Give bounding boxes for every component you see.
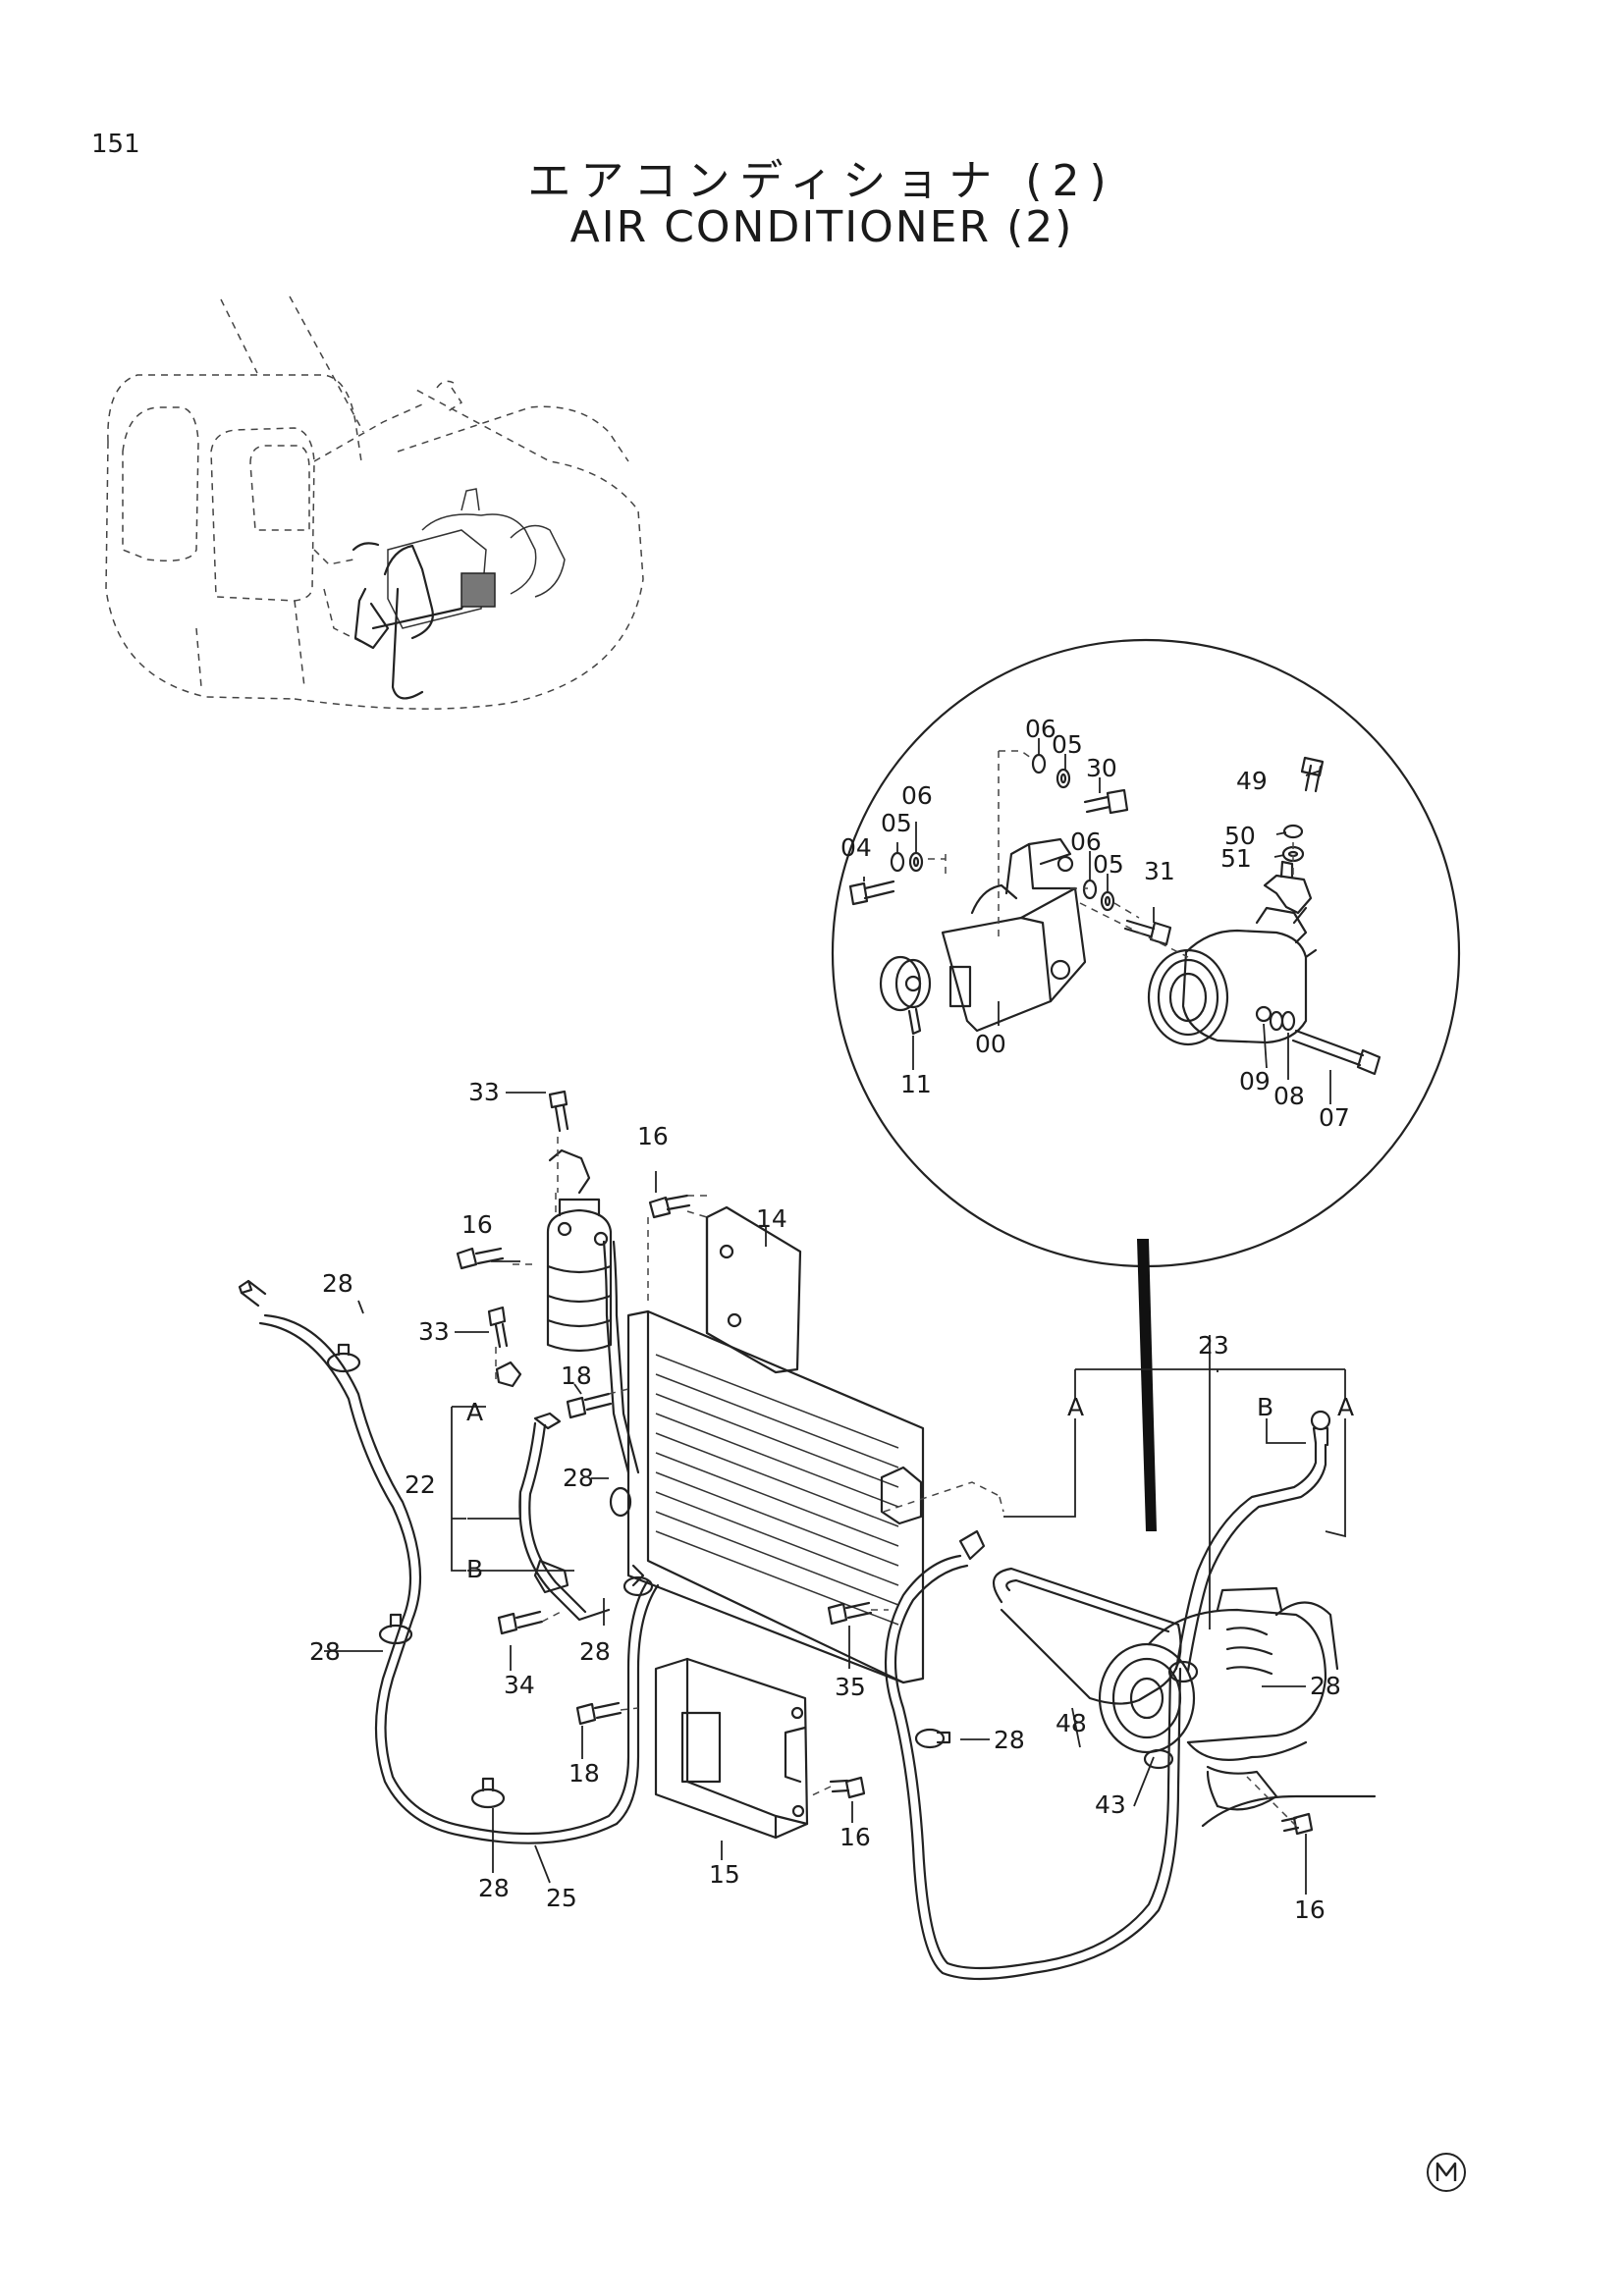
part-label: 08 — [1273, 1082, 1305, 1110]
part-callout-letter: A — [466, 1398, 483, 1426]
part-label: 34 — [504, 1671, 535, 1699]
part-callout-letter: A — [1337, 1393, 1354, 1421]
part-label: 18 — [568, 1759, 600, 1788]
part-label: 28 — [579, 1637, 611, 1666]
part-label: 05 — [1052, 730, 1083, 759]
page-title-english: AIR CONDITIONER (2) — [569, 202, 1074, 252]
part-label: 28 — [563, 1464, 594, 1492]
part-label: 18 — [561, 1362, 592, 1390]
part-label: 49 — [1236, 767, 1268, 795]
main-callouts: 33 16 16 14 33 28 18 A 28 22 B 28 34 28 … — [309, 1078, 1354, 1924]
part-label: 28 — [309, 1637, 341, 1666]
part-label: 35 — [835, 1673, 866, 1701]
part-label: 07 — [1319, 1103, 1350, 1132]
part-label: 16 — [839, 1823, 871, 1851]
part-label: 22 — [405, 1470, 436, 1499]
part-label: 09 — [1239, 1067, 1271, 1095]
detail-callouts: 06 05 30 49 06 05 50 51 04 06 05 31 00 1… — [840, 715, 1350, 1132]
part-label: 00 — [975, 1030, 1006, 1058]
part-label: 14 — [756, 1204, 787, 1233]
part-label: 05 — [1093, 850, 1124, 879]
part-label: 33 — [468, 1078, 500, 1106]
part-label: 16 — [637, 1122, 669, 1150]
part-label: 43 — [1095, 1790, 1126, 1819]
part-label: 11 — [900, 1070, 932, 1098]
part-label: 28 — [1310, 1672, 1341, 1700]
part-label: 06 — [901, 781, 933, 810]
condenser-assembly — [238, 1090, 1377, 1981]
part-callout-letter: B — [1257, 1393, 1273, 1421]
page-title-japanese: エアコンディショナ (2) — [527, 156, 1116, 206]
compressor-mount-detail — [831, 638, 1461, 1531]
part-label: 50 — [1224, 822, 1256, 850]
part-label: 16 — [461, 1210, 493, 1239]
part-label: 06 — [1025, 715, 1056, 743]
part-label: 51 — [1220, 844, 1252, 873]
part-label: 28 — [994, 1726, 1025, 1754]
part-label: 31 — [1144, 857, 1175, 885]
m-mark-glyph — [1435, 2163, 1457, 2181]
part-label: 05 — [881, 809, 912, 837]
part-label: 15 — [709, 1860, 740, 1889]
part-label: 25 — [546, 1884, 577, 1912]
part-label: 23 — [1198, 1331, 1229, 1360]
part-callout-letter: A — [1067, 1393, 1084, 1421]
callout-leaders — [324, 738, 1331, 1895]
part-label: 16 — [1294, 1896, 1326, 1924]
part-label: 48 — [1056, 1709, 1087, 1737]
excavator-overview-illustration — [105, 295, 644, 710]
part-label: 28 — [478, 1874, 510, 1902]
part-label: 33 — [418, 1317, 450, 1346]
part-label: 28 — [322, 1269, 353, 1298]
page-number: 151 — [91, 130, 140, 159]
part-label: 06 — [1070, 828, 1102, 856]
part-label: 04 — [840, 833, 872, 862]
corner-m-mark — [1427, 2153, 1466, 2192]
part-callout-letter: B — [466, 1555, 483, 1583]
part-label: 30 — [1086, 754, 1117, 782]
